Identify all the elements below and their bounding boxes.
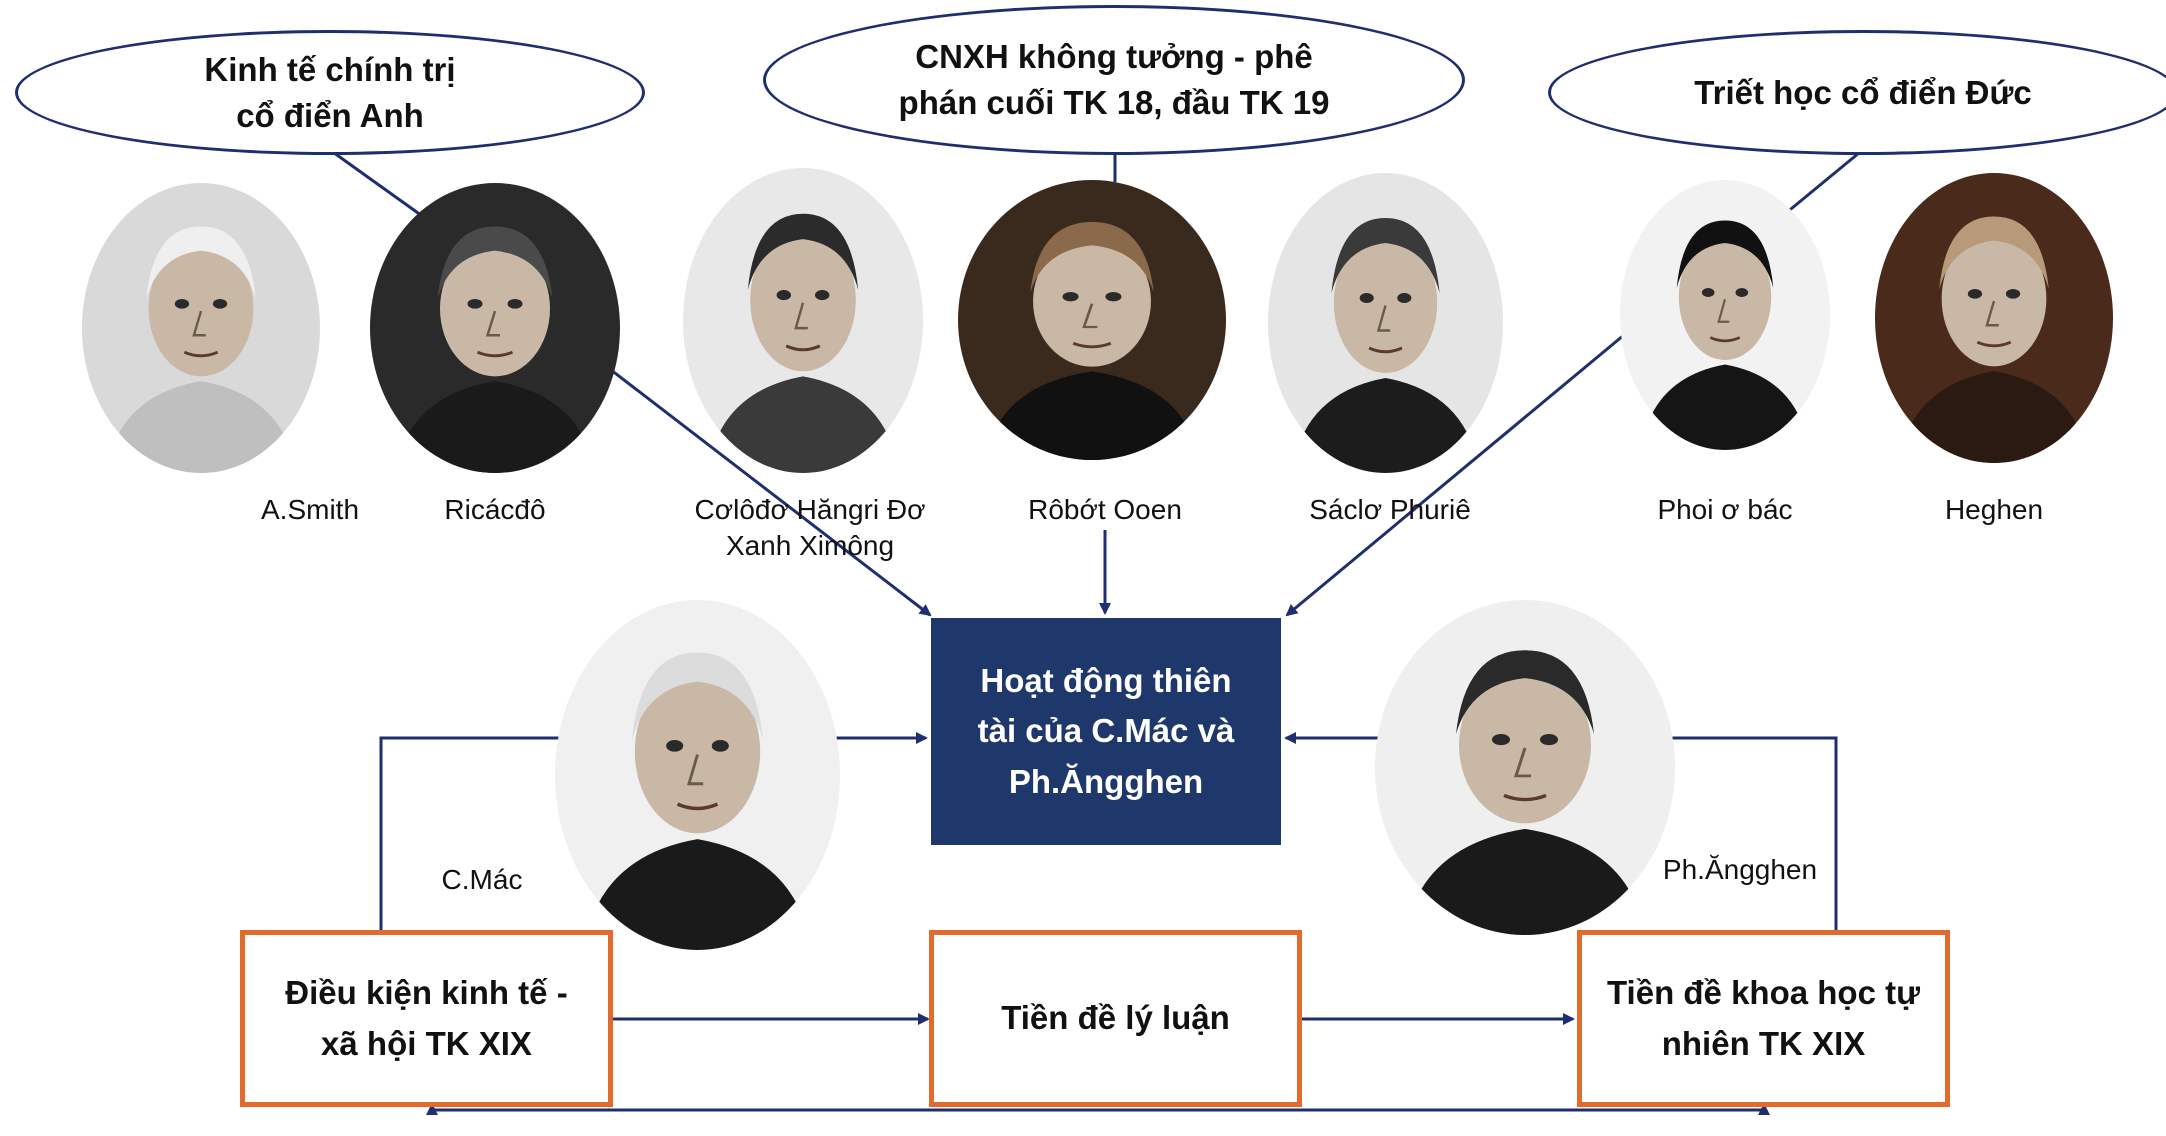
oval-german-philosophy-label: Triết học cổ điển Đức	[1694, 73, 2032, 111]
portrait-name-ricardo: Ricácđô	[444, 494, 546, 525]
oval-utopian-socialism: CNXH không tưởng - phê phán cuối TK 18, …	[763, 5, 1465, 155]
oval-utopian-socialism-label: CNXH không tưởng - phê phán cuối TK 18, …	[898, 38, 1330, 121]
portrait-name-engels: Ph.Ăngghen	[1662, 854, 1818, 885]
portrait-name-feuerbach: Phoi ơ bác	[1657, 494, 1793, 525]
portrait-fourier	[1268, 173, 1503, 473]
portrait-name-owen: Rôbớt Ooen	[1028, 494, 1182, 525]
portrait-feuerbach	[1620, 180, 1830, 450]
portrait-name-saint-simon: Cơlôđơ Hăngri Đơ Xanh Ximông	[694, 494, 926, 562]
portrait-name-smith: A.Smith	[260, 494, 360, 525]
engels-portrait-drawing	[1375, 600, 1675, 935]
socioeconomic-label: Điều kiện kinh tế - xã hội TK XIX	[285, 974, 568, 1062]
portrait-name-hegel: Heghen	[1944, 494, 2044, 525]
oval-english-economics-label: Kinh tế chính trị cổ điển Anh	[204, 50, 456, 134]
oval-german-philosophy: Triết học cổ điển Đức	[1548, 30, 2166, 155]
ricardo-to-center-line	[584, 348, 932, 617]
smith-portrait-drawing	[82, 183, 320, 473]
oval-english-economics: Kinh tế chính trị cổ điển Anh	[15, 30, 645, 155]
portrait-name-fourier: Sáclơ Phuriê	[1309, 494, 1471, 525]
feuerbach-to-center-line	[1285, 328, 1631, 617]
portrait-smith	[82, 183, 320, 473]
natural-science-box: Tiền đề khoa học tự nhiên TK XIX	[1577, 930, 1950, 1107]
socioeconomic-box: Điều kiện kinh tế - xã hội TK XIX	[240, 930, 613, 1107]
hegel-portrait-drawing	[1875, 173, 2113, 463]
portrait-hegel	[1875, 173, 2113, 463]
english-economics-pointer	[329, 148, 426, 220]
center-activity-label: Hoạt động thiên tài của C.Mác và Ph.Ăngg…	[977, 662, 1235, 800]
portrait-ricardo	[370, 183, 620, 473]
saint-simon-portrait-drawing	[683, 168, 923, 473]
portrait-owen	[958, 180, 1226, 460]
marx-portrait-drawing	[555, 600, 840, 950]
ricardo-portrait-drawing	[370, 183, 620, 473]
portrait-engels	[1375, 600, 1675, 935]
portrait-name-marx: C.Mác	[441, 864, 523, 895]
natural-science-label: Tiền đề khoa học tự nhiên TK XIX	[1606, 974, 1920, 1062]
center-activity-box: Hoạt động thiên tài của C.Mác và Ph.Ăngg…	[931, 618, 1281, 845]
fourier-portrait-drawing	[1268, 173, 1503, 473]
feuerbach-portrait-drawing	[1620, 180, 1830, 450]
theory-label: Tiền đề lý luận	[1001, 999, 1230, 1037]
owen-portrait-drawing	[958, 180, 1226, 460]
portrait-saint-simon	[683, 168, 923, 473]
portrait-marx	[555, 600, 840, 950]
german-philosophy-pointer	[1779, 146, 1866, 220]
theory-box: Tiền đề lý luận	[929, 930, 1302, 1107]
